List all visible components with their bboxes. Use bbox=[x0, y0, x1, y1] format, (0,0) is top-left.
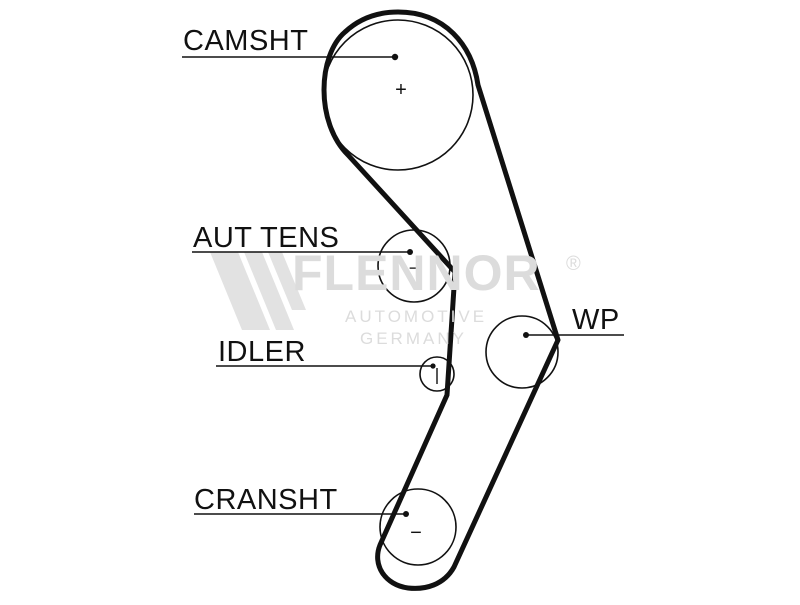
water-pump-pulley bbox=[485, 315, 559, 389]
timing-belt bbox=[321, 9, 561, 591]
crankshaft-pulley bbox=[379, 488, 457, 566]
crankshaft-label: CRANSHT bbox=[194, 484, 338, 516]
watermark-registered-mark: ® bbox=[566, 253, 581, 275]
crankshaft-center-dot bbox=[403, 511, 409, 517]
water-pump-center-dot bbox=[523, 332, 529, 338]
camshaft-center-dot bbox=[391, 53, 399, 61]
watermark-stripe bbox=[210, 252, 270, 330]
watermark-line1: AUTOMOTIVE bbox=[345, 307, 488, 326]
idler-center-dot bbox=[430, 363, 436, 369]
leader-lines bbox=[182, 56, 624, 515]
water-pump-label: WP bbox=[572, 304, 620, 336]
watermark-stripe bbox=[268, 252, 306, 310]
watermark-stripe bbox=[244, 252, 294, 330]
auto-tensioner-label: AUT TENS bbox=[193, 222, 340, 254]
camshaft-plus-mark: + bbox=[395, 79, 407, 101]
idler-label: IDLER bbox=[218, 336, 306, 368]
auto-tensioner-minus-mark: − bbox=[409, 258, 420, 278]
watermark-line2: GERMANY bbox=[360, 329, 467, 348]
pulley-centers bbox=[391, 53, 529, 517]
camshaft-label: CAMSHT bbox=[183, 25, 309, 57]
watermark-brand: FLENNOR bbox=[292, 245, 541, 301]
watermark-logo-mark bbox=[210, 252, 306, 330]
auto-tensioner-center-dot bbox=[407, 249, 413, 255]
crankshaft-minus-mark: − bbox=[410, 522, 422, 544]
idler-pulley bbox=[419, 356, 455, 392]
